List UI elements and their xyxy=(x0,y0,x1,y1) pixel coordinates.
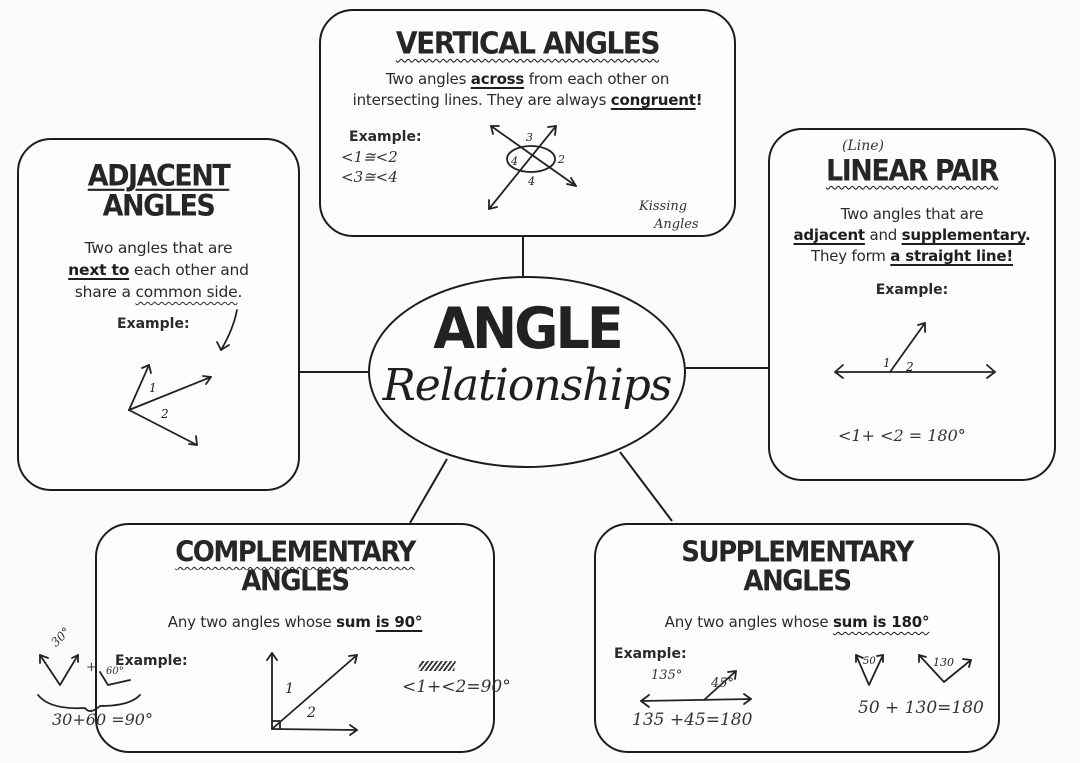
adjacent-angles-card: ADJACENT ANGLES Two angles that are next… xyxy=(17,138,300,491)
vertical-angles-card: VERTICAL ANGLES Two angles across from e… xyxy=(319,9,736,237)
supplementary-equation1: 135 +45=180 xyxy=(632,710,753,730)
margin-equation: 30+60 =90° xyxy=(52,710,153,729)
supplementary-angles-title: SUPPLEMENTARY ANGLES xyxy=(681,536,914,599)
complementary-equation: <1+<2=90° xyxy=(402,677,511,697)
linear-pair-example-label: Example: xyxy=(875,282,949,298)
svg-text:2: 2 xyxy=(557,153,565,166)
linear-pair-diagram: 1 2 xyxy=(834,322,996,379)
vertical-angles-title: VERTICAL ANGLES xyxy=(395,25,661,62)
vertical-angles-description: Two angles across from each other on int… xyxy=(352,70,703,109)
margin-plus: + xyxy=(86,660,97,675)
supplementary-angles-sketch: 50 130 xyxy=(855,654,972,686)
adjacent-angles-diagram: 1 2 xyxy=(128,309,238,446)
scribble-mark xyxy=(418,661,456,671)
supplementary-example-label: Example: xyxy=(614,646,687,662)
adjacent-angles-description: Two angles that are next to each other a… xyxy=(68,239,249,301)
margin-angle-60: 60° xyxy=(106,666,124,677)
kissing-angles-note-line1: Kissing xyxy=(639,199,688,214)
vertical-note-eq2: <3≅<4 xyxy=(341,168,398,186)
complementary-angles-diagram: 1 2 xyxy=(266,652,358,736)
svg-text:2: 2 xyxy=(905,360,914,374)
svg-text:1: 1 xyxy=(285,681,294,697)
supplementary-line-diagram xyxy=(640,670,752,708)
supplementary-angles-card: SUPPLEMENTARY ANGLES Any two angles whos… xyxy=(594,523,1000,753)
linear-pair-equation: <1+ <2 = 180° xyxy=(838,426,966,445)
center-subtitle: Relationships xyxy=(382,360,673,411)
complementary-angles-title: COMPLEMENTARY ANGLES xyxy=(175,536,416,599)
svg-text:2: 2 xyxy=(160,407,169,421)
center-title-ellipse: ANGLE Relationships xyxy=(368,276,686,468)
svg-text:4: 4 xyxy=(510,155,518,168)
complementary-angles-card: COMPLEMENTARY ANGLES Any two angles whos… xyxy=(95,523,511,753)
svg-text:4: 4 xyxy=(527,175,535,188)
kissing-angles-note-line2: Angles xyxy=(654,217,699,232)
line-note: (Line) xyxy=(842,138,884,154)
svg-text:1: 1 xyxy=(883,356,891,370)
center-title: ANGLE xyxy=(433,295,624,362)
vertical-example-label: Example: xyxy=(349,129,422,145)
supplementary-angle-130: 130 xyxy=(933,656,954,669)
margin-complementary-sketch xyxy=(37,654,141,712)
supplementary-angles-description: Any two angles whose sum is 180° xyxy=(664,613,930,631)
svg-text:2: 2 xyxy=(306,705,316,721)
complementary-example-label: Example: xyxy=(115,653,188,669)
linear-pair-title: LINEAR PAIR xyxy=(826,154,999,189)
vertical-note-eq1: <1≅<2 xyxy=(341,148,398,166)
supplementary-equation2: 50 + 130=180 xyxy=(858,698,984,718)
linear-pair-card: (Line) LINEAR PAIR Two angles that are a… xyxy=(768,128,1056,481)
supplementary-angle-135: 135° xyxy=(651,668,683,683)
supplementary-angle-45: 45° xyxy=(711,676,735,691)
vertical-angles-diagram: 3 2 4 4 xyxy=(488,125,577,210)
supplementary-angle-50: 50 xyxy=(863,656,876,667)
adjacent-angles-title: ADJACENT ANGLES xyxy=(87,159,231,224)
adjacent-example-label: Example: xyxy=(117,316,190,332)
svg-text:3: 3 xyxy=(526,131,533,144)
complementary-angles-description: Any two angles whose sum is 90° xyxy=(167,613,423,631)
svg-text:1: 1 xyxy=(149,381,157,395)
linear-pair-description: Two angles that are adjacent and supplem… xyxy=(793,205,1031,265)
